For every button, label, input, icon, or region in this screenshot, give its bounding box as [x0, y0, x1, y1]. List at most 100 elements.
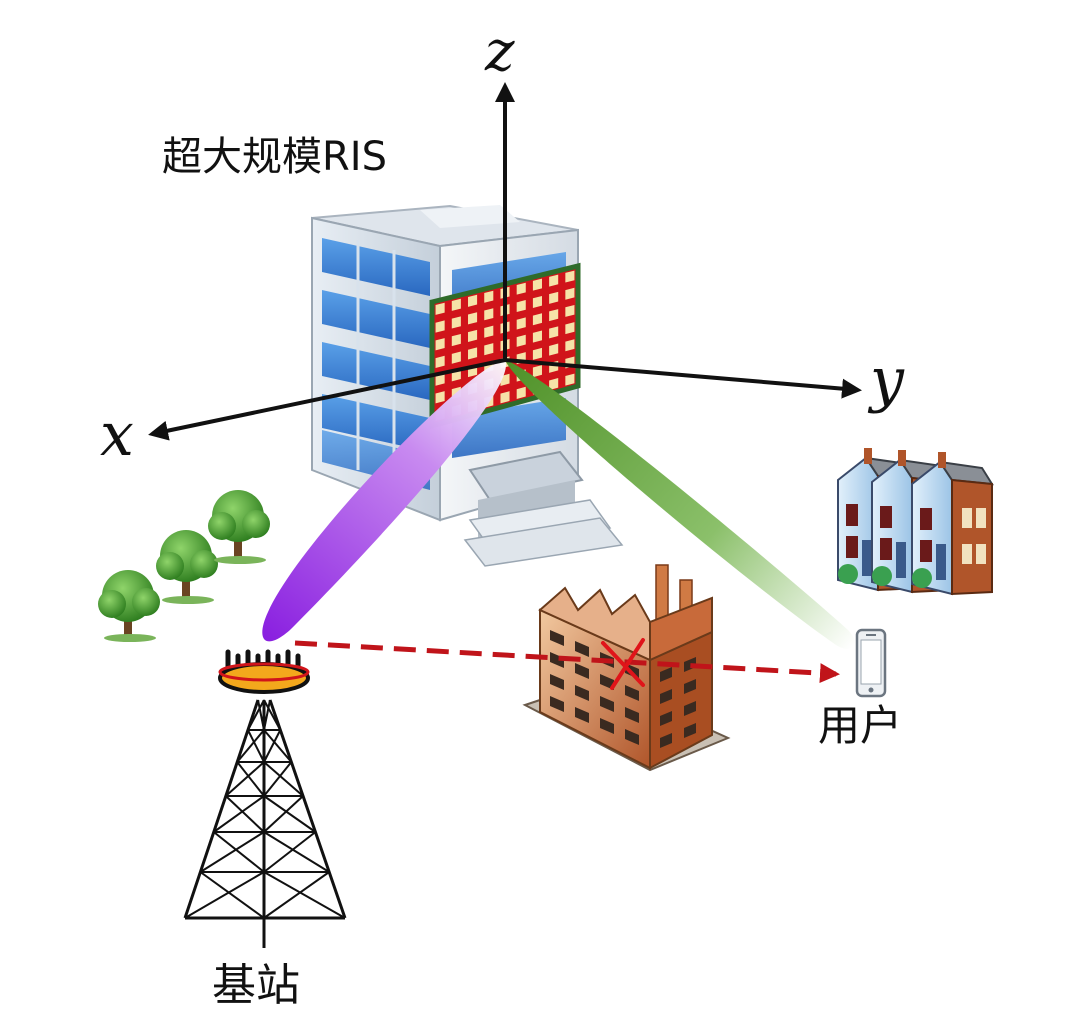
- ris-cell: [549, 326, 559, 339]
- tower-brace: [263, 699, 271, 731]
- ris-cell: [435, 338, 445, 351]
- tower-brace: [199, 871, 265, 919]
- base-station-label: 基站: [212, 960, 300, 1011]
- tower-brace: [184, 871, 265, 919]
- ris-cell: [435, 320, 445, 333]
- factory-window: [550, 630, 564, 646]
- factory-window: [660, 689, 672, 704]
- tower-brace: [257, 699, 265, 731]
- tower-brace: [236, 729, 265, 763]
- factory-window: [625, 729, 639, 745]
- tower-brace: [213, 831, 265, 873]
- tower-brace: [263, 795, 316, 833]
- ris-cell: [549, 291, 559, 304]
- factory-window: [684, 679, 696, 694]
- ris-cell: [435, 391, 445, 404]
- ris-cell: [532, 347, 542, 360]
- factory-window: [684, 701, 696, 716]
- factory-window: [660, 733, 672, 748]
- y-axis-line: [504, 358, 862, 399]
- x-axis-line: [148, 358, 506, 441]
- ris-cell: [532, 365, 542, 378]
- ris-cell: [435, 373, 445, 386]
- ris-cell: [516, 317, 526, 330]
- ris-cell: [484, 325, 494, 338]
- ris-cell: [500, 391, 510, 404]
- tower-brace: [247, 729, 265, 763]
- ris-cell: [516, 386, 526, 399]
- ris-cell: [484, 343, 494, 356]
- ris-cell: [549, 309, 559, 322]
- ris-cell: [516, 334, 526, 347]
- factory-window: [600, 674, 614, 690]
- tower-brace: [263, 795, 304, 833]
- ris-cell: [451, 351, 461, 364]
- ris-cell: [516, 300, 526, 313]
- ris-cell: [565, 270, 575, 283]
- ris-cell: [532, 278, 542, 291]
- ris-cell: [565, 373, 575, 386]
- factory-window: [550, 674, 564, 690]
- house-icon: [837, 448, 994, 596]
- ris-cell: [516, 282, 526, 295]
- ris-cell: [549, 343, 559, 356]
- tower-brace: [225, 795, 265, 833]
- ris-cell: [484, 308, 494, 321]
- factory-window: [600, 718, 614, 734]
- ris-cell: [468, 294, 478, 307]
- ris-cell: [468, 347, 478, 360]
- factory-window: [625, 685, 639, 701]
- beam-to-base-station: [262, 360, 506, 642]
- ris-cell: [451, 333, 461, 347]
- cell-tower-icon: [183, 649, 347, 948]
- y-axis-label: y: [867, 345, 905, 415]
- ris-cell: [565, 304, 575, 317]
- factory-window: [660, 711, 672, 726]
- ris-cell: [468, 312, 478, 325]
- ris-cell: [532, 295, 542, 308]
- factory-window: [684, 723, 696, 738]
- tower-brace: [263, 729, 282, 763]
- factory-window: [550, 696, 564, 712]
- factory-window: [575, 663, 589, 679]
- factory-window: [625, 707, 639, 723]
- tower-brace: [236, 761, 265, 797]
- factory-window: [575, 641, 589, 657]
- ris-cell: [565, 339, 575, 352]
- ris-cell: [532, 313, 542, 326]
- beam-to-user: [505, 360, 855, 650]
- tower-brace: [213, 795, 265, 833]
- factory-window: [575, 707, 589, 723]
- ris-cell: [549, 274, 559, 287]
- tower-brace: [247, 699, 265, 731]
- ris-cell: [549, 377, 559, 391]
- z-axis-label: z: [484, 19, 515, 84]
- ris-cell: [468, 329, 478, 342]
- tower-brace: [199, 831, 265, 873]
- house: [911, 452, 994, 596]
- tower-brace: [263, 831, 317, 873]
- factory-window: [600, 696, 614, 712]
- tower-brace: [225, 761, 265, 797]
- ris-label: 超大规模RIS: [162, 134, 387, 180]
- user-label: 用户: [818, 701, 902, 750]
- tower-brace: [263, 761, 293, 797]
- blocked-direct-link: [294, 638, 840, 690]
- ris-cell: [451, 298, 461, 311]
- ris-cell: [435, 355, 445, 369]
- cross-icon: [601, 638, 645, 690]
- tower-brace: [263, 761, 304, 797]
- tower-brace: [263, 831, 330, 873]
- smartphone-icon: [855, 628, 887, 698]
- tree-icon: [98, 490, 270, 642]
- tower-brace: [263, 729, 293, 763]
- tower-brace: [263, 699, 282, 731]
- ris-cell: [532, 330, 542, 343]
- coordinate-axes: [148, 82, 862, 441]
- x-axis-label: x: [100, 400, 134, 470]
- factory-window: [550, 652, 564, 668]
- ris-cell: [484, 290, 494, 303]
- ris-cell: [565, 322, 575, 335]
- factory-window: [660, 667, 672, 682]
